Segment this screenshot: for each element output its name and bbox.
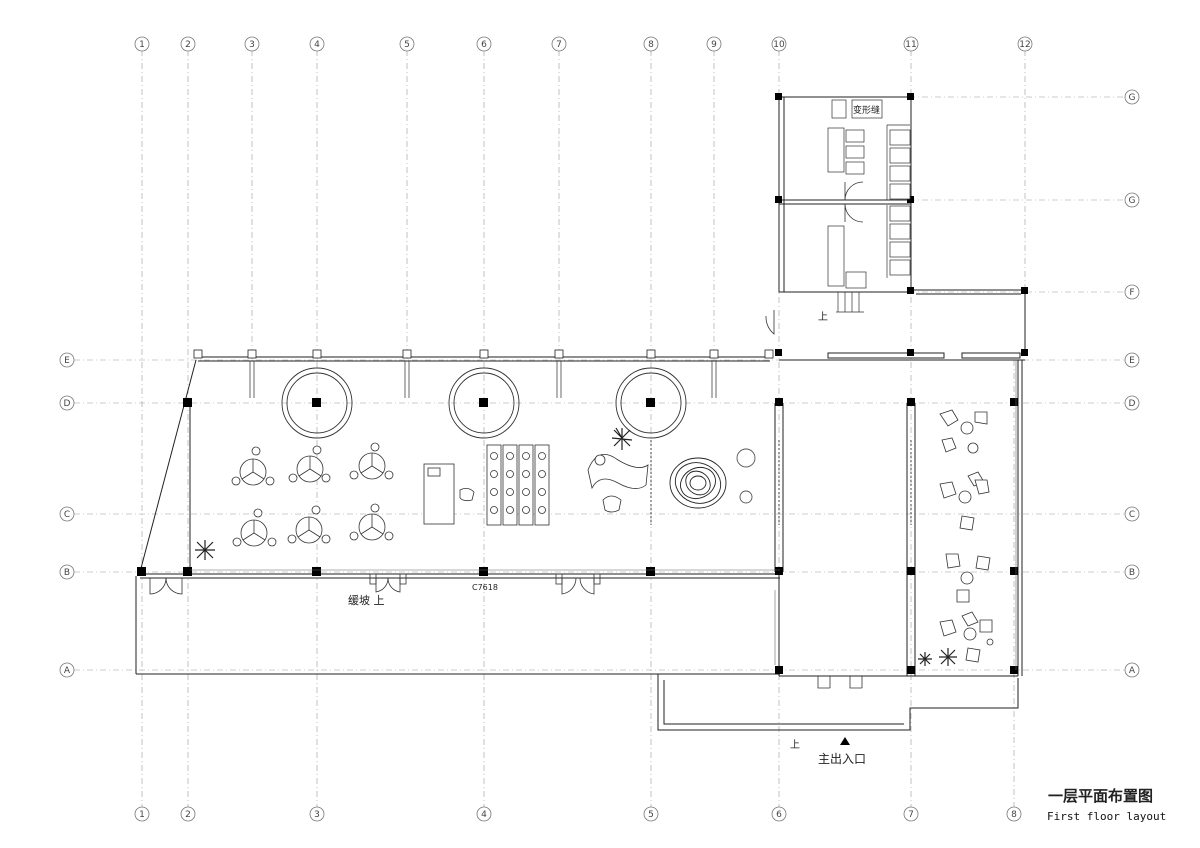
expansion-joint-label: 变形缝 [853, 104, 880, 116]
axis-right-b: B [1129, 568, 1135, 578]
round-tables [231, 442, 394, 547]
toilet-partitions [886, 124, 910, 278]
axis-left-c: C [64, 510, 70, 520]
table-set-3 [349, 442, 394, 480]
entrance-arrow-icon [840, 737, 850, 745]
axis-right-c: C [1129, 510, 1135, 520]
entrance-up-label: 上 [790, 739, 800, 751]
display-shelves [486, 444, 550, 526]
sculpture-spiral [669, 448, 756, 509]
window-code-label: C7618 [472, 583, 498, 592]
axis-bubbles-top [134, 36, 1033, 52]
table-set-6 [349, 503, 394, 541]
axis-top-2: 2 [185, 40, 191, 50]
axis-bottom-5: 5 [648, 810, 654, 820]
axis-right-g1: G [1129, 93, 1136, 103]
axis-left-a: A [64, 666, 71, 676]
stair [836, 292, 864, 313]
post-lines [249, 361, 717, 398]
table-set-5 [287, 505, 331, 544]
axis-labels-left: E D C B A [64, 356, 71, 676]
axis-top-9: 9 [711, 40, 717, 50]
axis-top-5: 5 [404, 40, 410, 50]
axis-top-10: 10 [773, 40, 785, 50]
potted-plants [195, 427, 957, 666]
axis-bottom-2: 2 [185, 810, 191, 820]
table-set-1 [231, 446, 275, 486]
axis-labels-right: G G F E D C B A [1129, 93, 1136, 676]
axis-bottom-8: 8 [1011, 810, 1017, 820]
toilet-fixtures [827, 99, 911, 289]
axis-top-4: 4 [314, 40, 320, 50]
doors [149, 181, 864, 689]
window-strips [190, 360, 1017, 670]
axis-top-7: 7 [556, 40, 562, 50]
stair-up-label: 上 [818, 311, 828, 323]
ramp-label: 缓坡 上 [348, 594, 385, 607]
axis-bottom-1: 1 [139, 810, 145, 820]
axis-bubbles-right [1124, 89, 1140, 678]
axis-top-12: 12 [1019, 40, 1030, 50]
axis-top-6: 6 [481, 40, 487, 50]
axis-left-b: B [64, 568, 70, 578]
axis-bottom-6: 6 [776, 810, 782, 820]
axis-right-d: D [1129, 399, 1136, 409]
ceiling-circles [281, 367, 687, 439]
axis-top-1: 1 [139, 40, 145, 50]
drawing-title-en: First floor layout [1047, 810, 1166, 823]
axis-right-f: F [1129, 288, 1134, 298]
axis-right-e: E [1129, 356, 1135, 366]
axis-left-e: E [64, 356, 70, 366]
east-lounge-seating [939, 409, 994, 663]
axis-bottom-3: 3 [314, 810, 320, 820]
structural-columns [137, 93, 1028, 674]
axis-bubbles-bottom [134, 806, 1022, 822]
axis-bubbles-left [59, 352, 75, 678]
axis-top-8: 8 [648, 40, 654, 50]
drawing-title-cn: 一层平面布置图 [1048, 787, 1153, 805]
axis-top-3: 3 [249, 40, 255, 50]
axis-right-g2: G [1129, 196, 1136, 206]
reception-desk [423, 463, 475, 525]
axis-left-d: D [64, 399, 71, 409]
axis-bottom-4: 4 [481, 810, 487, 820]
main-entrance-label: 主出入口 [818, 752, 866, 766]
grid-lines [74, 50, 1125, 808]
table-set-2 [288, 445, 331, 483]
axis-labels-top: 1 2 3 4 5 6 7 8 9 10 11 12 [139, 40, 1031, 50]
lounge-sofa [587, 453, 649, 513]
axis-right-a: A [1129, 666, 1136, 676]
axis-labels-bottom: 1 2 3 4 5 6 7 8 [139, 810, 1017, 820]
table-set-4 [232, 508, 277, 547]
axis-top-11: 11 [905, 40, 916, 50]
axis-bottom-7: 7 [908, 810, 914, 820]
small-columns [193, 349, 774, 359]
